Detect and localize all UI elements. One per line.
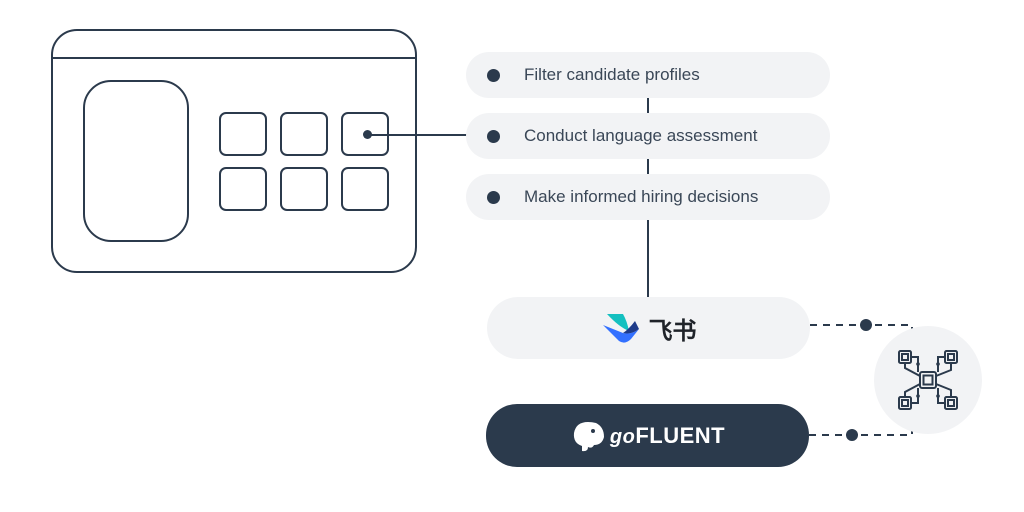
feishu-logo-icon [602,314,639,343]
feishu-label: 飞书 [648,316,697,345]
step-conduct-language-assessment: Conduct language assessment [466,113,830,159]
step-bullet-icon [487,129,500,143]
step-connector-line [647,98,649,113]
window-tile [219,112,267,156]
circuit-chip-icon [898,350,958,410]
gofluent-hub-connector-dot [846,429,858,441]
window-side-panel [83,80,189,242]
step-label: Filter candidate profiles [524,65,700,84]
tile-connector-dot [363,130,372,139]
window-titlebar-divider [51,57,417,59]
window-tile [219,167,267,211]
step-bullet-icon [487,68,500,82]
gofluent-label-prefix: go [609,425,636,448]
integration-hub [874,326,982,434]
step-filter-candidate-profiles: Filter candidate profiles [466,52,830,98]
tile-to-steps-connector [367,134,468,136]
gofluent-label: goFLUENT [610,423,725,449]
window-tile [280,112,328,156]
gofluent-label-main: FLUENT [635,422,726,448]
window-tile [280,167,328,211]
gofluent-integration: goFLUENT [486,404,809,467]
step-label: Make informed hiring decisions [524,187,759,206]
gofluent-elephant-logo-icon [573,421,604,451]
step-make-informed-hiring-decisions: Make informed hiring decisions [466,174,830,220]
feishu-integration: 飞书 [487,297,810,359]
steps-to-feishu-connector [647,220,649,297]
window-tile [341,167,389,211]
feishu-hub-connector-dot [860,319,872,331]
app-window-illustration [51,29,417,273]
step-label: Conduct language assessment [524,126,758,145]
step-bullet-icon [487,190,500,204]
step-connector-line [647,159,649,174]
